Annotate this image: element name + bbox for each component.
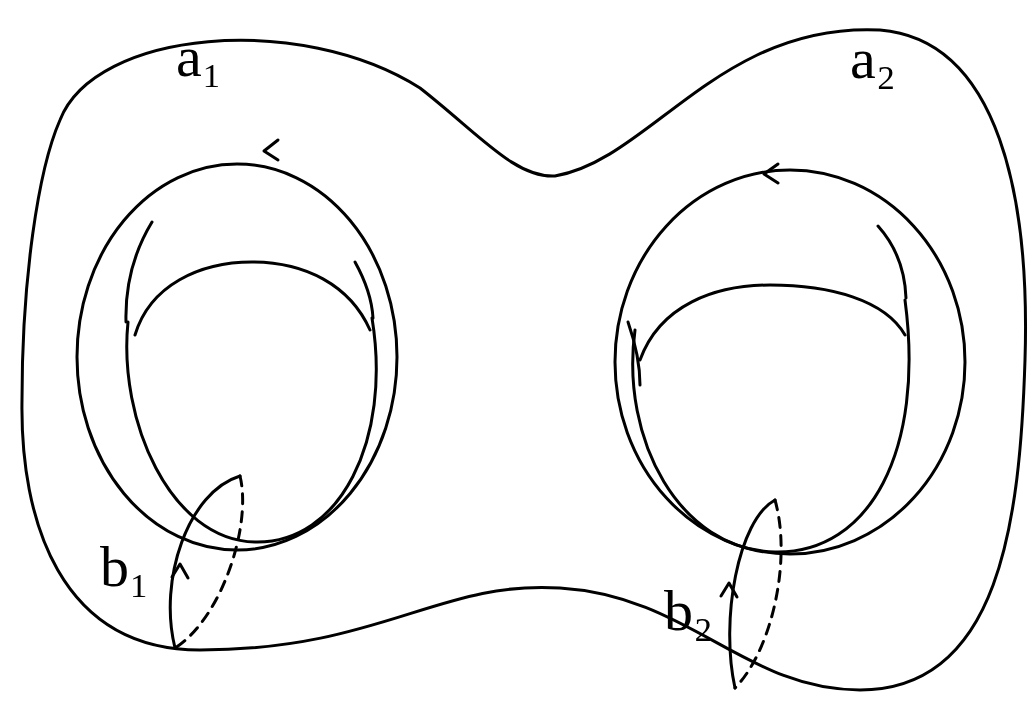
b1-cycle-front: [170, 476, 240, 648]
b2-arrowhead: [721, 583, 737, 597]
b1-cycle-back: [175, 476, 243, 648]
right-hole-lower: [633, 300, 909, 552]
left-hole-tail: [126, 222, 152, 322]
left-hole-lower: [127, 318, 377, 542]
a2-arrowhead: [764, 164, 778, 183]
b2-cycle-back: [735, 500, 781, 688]
right-hole-tail: [878, 226, 906, 298]
right-hole-upper: [640, 285, 905, 360]
b1-arrowhead: [172, 564, 188, 578]
a1-cycle: [77, 164, 397, 550]
surface-outline: [22, 30, 1026, 690]
cycle-label: a₂: [850, 30, 896, 88]
right-hole-tail: [628, 322, 640, 385]
a1-arrowhead: [264, 140, 278, 160]
cycle-label: b₂: [664, 582, 713, 640]
left-hole-upper: [135, 262, 370, 335]
left-hole-tail: [355, 262, 373, 318]
a2-cycle: [615, 170, 965, 554]
cycle-label: b₁: [100, 538, 149, 596]
cycle-label: a₁: [176, 28, 222, 86]
